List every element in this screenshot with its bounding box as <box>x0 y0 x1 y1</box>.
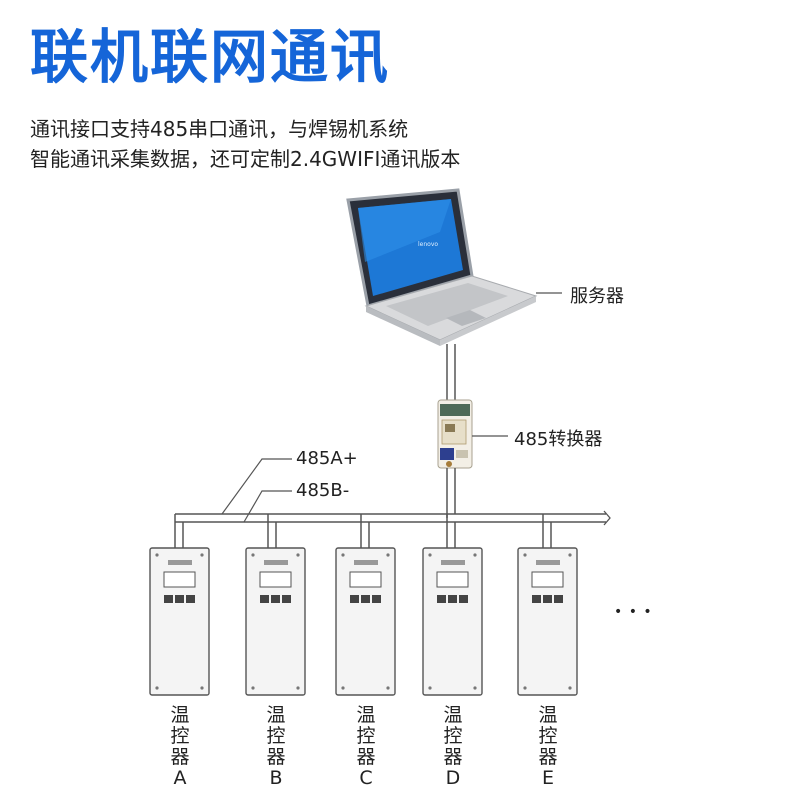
controller-label-id: B <box>269 767 283 789</box>
page-title: 联机联网通讯 <box>30 23 391 91</box>
controller-label-char: 控 <box>356 725 376 747</box>
controller-label-char: 温 <box>170 704 190 726</box>
controller-label-char: 温 <box>443 704 463 726</box>
converter-label: 485转换器 <box>514 429 603 450</box>
controller-label-d: 温 控 器 D <box>433 705 473 789</box>
bus-a-label: 485A+ <box>296 448 358 469</box>
server-label: 服务器 <box>570 286 624 307</box>
controller-device-a <box>149 547 210 696</box>
controller-device-b <box>245 547 306 696</box>
more-controllers-ellipsis: • • • <box>614 604 653 620</box>
controller-label-e: 温 控 器 E <box>528 705 568 789</box>
controller-label-char: 器 <box>266 746 286 768</box>
bus-drops <box>174 514 552 548</box>
controller-label-char: 控 <box>170 725 190 747</box>
controller-label-char: 温 <box>266 704 286 726</box>
controller-device-c <box>335 547 396 696</box>
controller-label-char: 温 <box>356 704 376 726</box>
controller-label-id: E <box>541 767 554 789</box>
controller-label-char: 控 <box>538 725 558 747</box>
controller-label-char: 器 <box>170 746 190 768</box>
laptop-server-icon: lenovo <box>346 188 538 346</box>
svg-text:lenovo: lenovo <box>418 241 438 248</box>
485-converter-icon <box>437 399 473 469</box>
controller-label-char: 温 <box>538 704 558 726</box>
controller-label-c: 温 控 器 C <box>346 705 386 789</box>
controller-label-char: 器 <box>538 746 558 768</box>
rs485-bus <box>175 510 611 526</box>
controller-label-char: 器 <box>356 746 376 768</box>
description-line-1: 通讯接口支持485串口通讯，与焊锡机系统 <box>30 117 409 141</box>
controller-device-d <box>422 547 483 696</box>
controller-label-char: 控 <box>266 725 286 747</box>
controller-label-id: D <box>445 767 461 789</box>
controller-label-char: 控 <box>443 725 463 747</box>
description-line-2: 智能通讯采集数据，还可定制2.4GWIFI通讯版本 <box>30 147 461 171</box>
controller-label-b: 温 控 器 B <box>256 705 296 789</box>
controller-label-a: 温 控 器 A <box>160 705 200 789</box>
bus-b-label: 485B- <box>296 480 350 501</box>
controller-label-id: A <box>173 767 187 789</box>
controller-label-char: 器 <box>443 746 463 768</box>
controller-device-e <box>517 547 578 696</box>
controller-label-id: C <box>359 767 373 789</box>
